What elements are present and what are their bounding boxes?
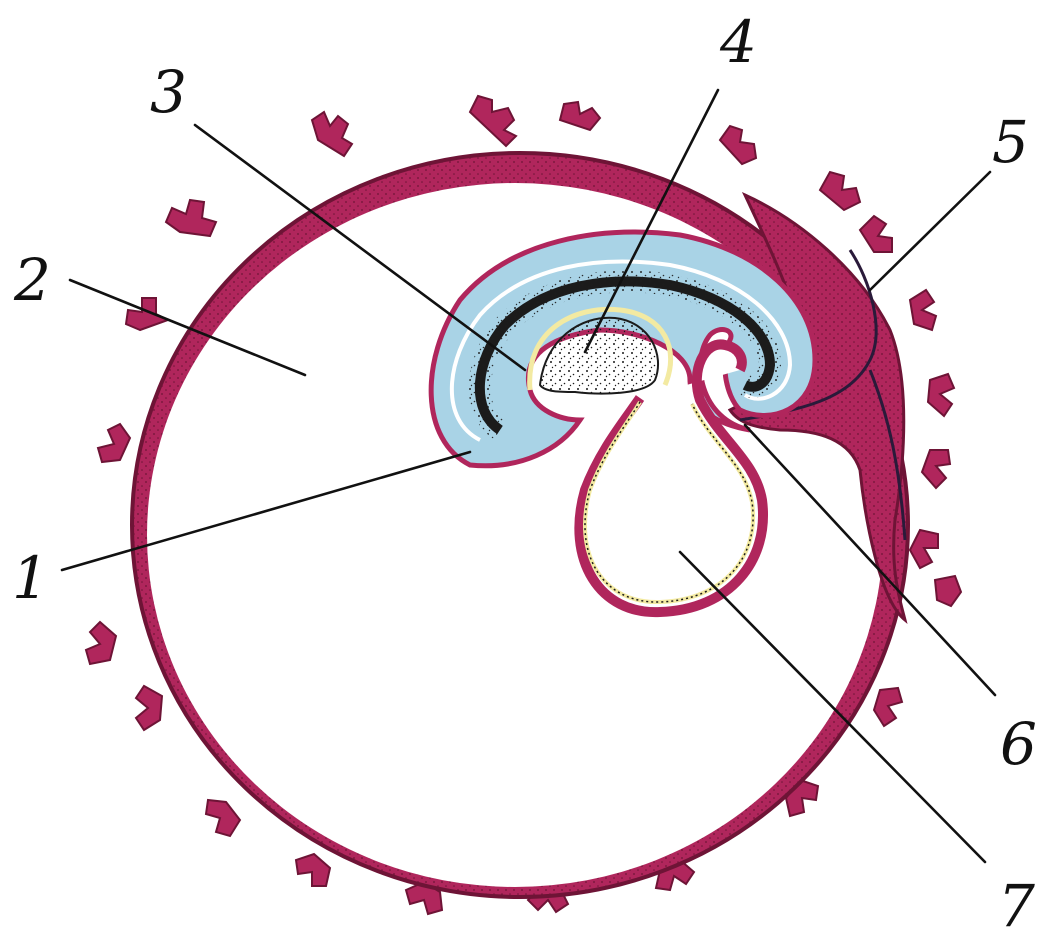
villus (126, 298, 168, 330)
villus (86, 622, 116, 664)
label-6: 6 (1000, 710, 1037, 778)
label-1: 1 (12, 544, 49, 612)
villus (820, 172, 860, 210)
villus (470, 96, 516, 146)
villus (935, 576, 961, 606)
villus (312, 112, 352, 156)
villus (928, 374, 954, 416)
villus (166, 200, 216, 236)
label-2: 2 (13, 246, 51, 314)
villus (98, 424, 130, 462)
villus (296, 854, 330, 886)
villus (860, 216, 892, 252)
label-3: 3 (150, 58, 187, 126)
villus (136, 686, 162, 730)
label-4: 4 (719, 8, 757, 76)
label-7: 7 (998, 872, 1035, 940)
villus (206, 800, 240, 836)
villus (922, 450, 950, 488)
villus (910, 530, 938, 568)
leader-line-5 (870, 172, 990, 290)
label-5: 5 (992, 108, 1029, 176)
villus (720, 126, 756, 164)
villus (874, 688, 902, 726)
villus (910, 290, 936, 330)
villus (560, 102, 600, 130)
